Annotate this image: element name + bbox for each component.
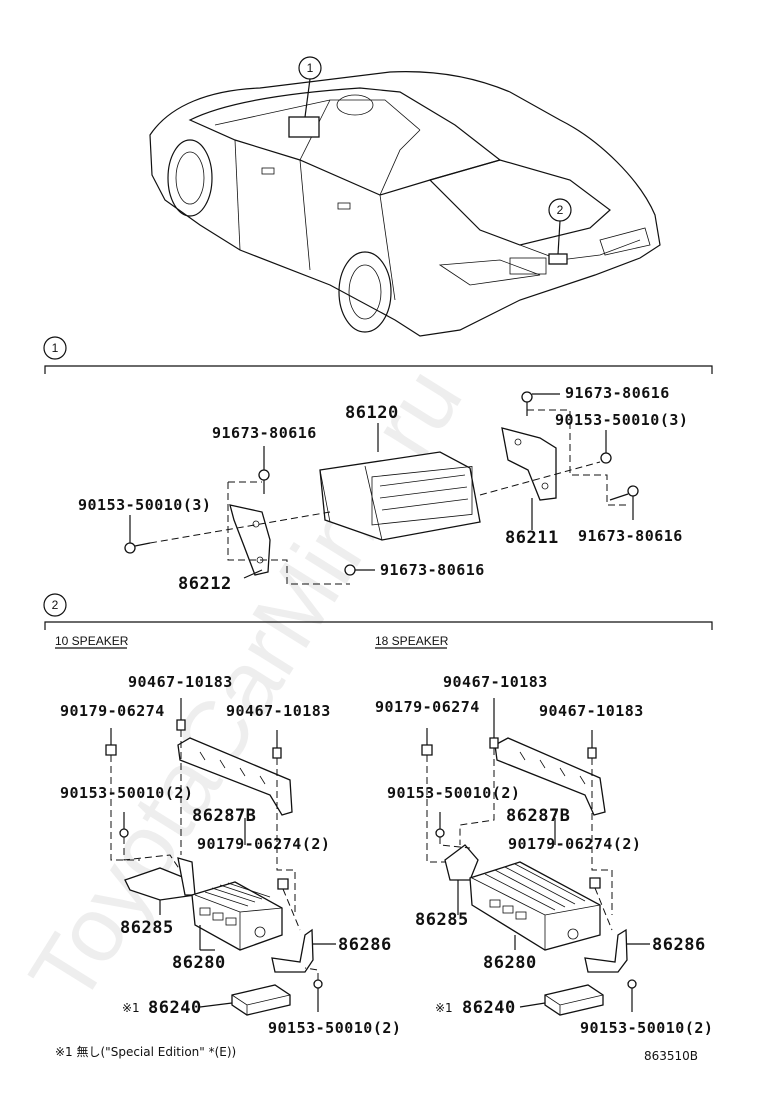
section-2-marker (43, 593, 67, 617)
left-label-90179-left: 90179-06274 (60, 702, 165, 720)
label-86212: 86212 (178, 574, 232, 594)
right-label-86280: 86280 (483, 953, 537, 973)
label-screw-90153-left: 90153-50010(3) (78, 496, 211, 514)
left-label-90467-top: 90467-10183 (128, 673, 233, 691)
right-label-86285: 86285 (415, 910, 469, 930)
left-label-90179-mid: 90179-06274(2) (197, 835, 330, 853)
car-illustration: 1 2 (149, 56, 661, 337)
label-bolt-91673-d: 91673-80616 (380, 561, 485, 579)
right-label-90153-bottom: 90153-50010(2) (580, 1019, 713, 1037)
section-2-bracket (44, 621, 713, 630)
left-label-90467-right: 90467-10183 (226, 702, 331, 720)
left-label-86286: 86286 (338, 935, 392, 955)
left-label-mark: ※1 (122, 1001, 140, 1015)
right-label-90179-left: 90179-06274 (375, 698, 480, 716)
right-section-title: 18 SPEAKER (375, 634, 449, 648)
right-label-mark: ※1 (435, 1001, 453, 1015)
right-label-90153: 90153-50010(2) (387, 784, 520, 802)
label-86120: 86120 (345, 403, 399, 423)
right-label-86287b: 86287B (506, 806, 570, 826)
right-label-90467-right: 90467-10183 (539, 702, 644, 720)
left-label-90153: 90153-50010(2) (60, 784, 193, 802)
label-86211: 86211 (505, 528, 559, 548)
label-screw-90153-right: 90153-50010(3) (555, 411, 688, 429)
right-label-86286: 86286 (652, 935, 706, 955)
label-bolt-91673-b: 91673-80616 (212, 424, 317, 442)
callout-1-label: 1 (307, 61, 314, 75)
label-bolt-91673-c: 91673-80616 (578, 527, 683, 545)
section-1-marker-label: 1 (52, 341, 59, 355)
right-label-90179-mid: 90179-06274(2) (508, 835, 641, 853)
left-label-86240: 86240 (148, 998, 202, 1018)
right-amp-assembly (421, 698, 650, 1016)
left-label-86285: 86285 (120, 918, 174, 938)
left-section-title: 10 SPEAKER (55, 634, 129, 648)
section-1-marker (43, 336, 67, 360)
left-label-86280: 86280 (172, 953, 226, 973)
left-amp-assembly (105, 698, 336, 1016)
callout-2-label: 2 (557, 203, 564, 217)
section-1-head-unit (124, 391, 639, 585)
right-label-90467-top: 90467-10183 (443, 673, 548, 691)
left-label-90153-bottom: 90153-50010(2) (268, 1019, 401, 1037)
right-label-86240: 86240 (462, 998, 516, 1018)
diagram-code: 863510B (644, 1049, 698, 1063)
section-2-marker-label: 2 (52, 598, 59, 612)
footnote: ※1 無し("Special Edition" *(E)) (55, 1044, 236, 1059)
left-label-86287b: 86287B (192, 806, 256, 826)
section-1-bracket (44, 365, 713, 374)
label-bolt-91673-a: 91673-80616 (565, 384, 670, 402)
